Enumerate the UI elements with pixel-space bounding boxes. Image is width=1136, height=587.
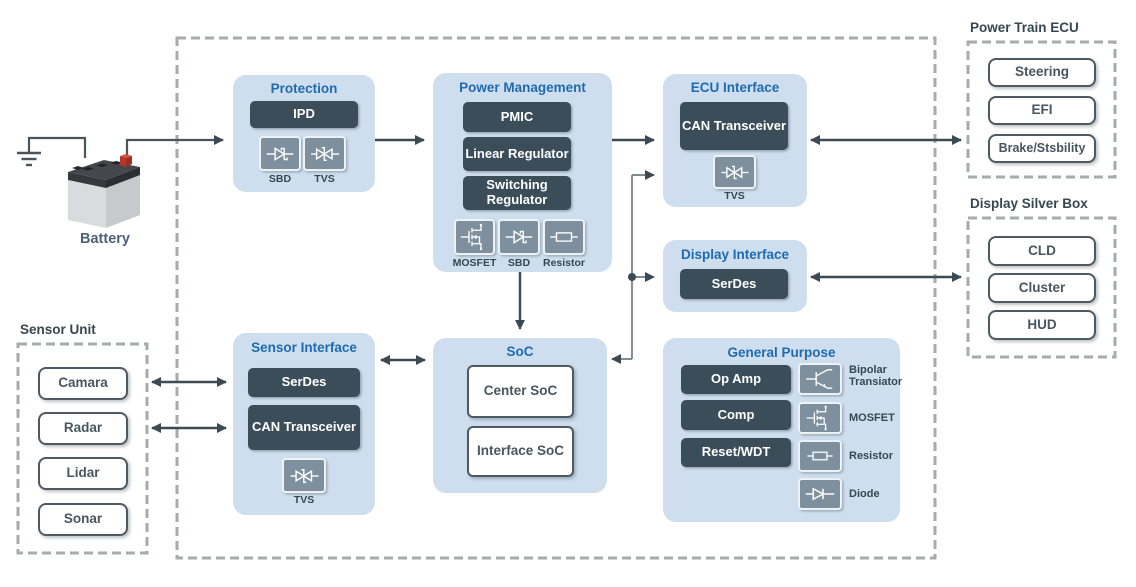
mosfet-label: MOSFET — [849, 412, 895, 424]
lidar-box[interactable]: Lidar — [38, 457, 128, 490]
interface-soc-box[interactable]: Interface SoC — [467, 426, 574, 477]
general-purpose-panel: General Purpose Op Amp Comp Reset/WDT — [663, 338, 903, 522]
resistor-icon — [543, 219, 585, 255]
tvs-label: TVS — [293, 494, 315, 506]
tvs-diode-icon — [303, 136, 346, 171]
power-train-ecu-title: Power Train ECU — [970, 20, 1079, 35]
sensor-unit: Sensor Unit Camara Radar Lidar Sonar — [18, 322, 147, 557]
cluster-box[interactable]: Cluster — [988, 273, 1096, 303]
op-amp-button[interactable]: Op Amp — [681, 365, 791, 394]
radar-box[interactable]: Radar — [38, 412, 128, 445]
bipolar-transistor-label: Bipolar Transiator — [849, 364, 903, 389]
resistor-label: Resistor — [849, 450, 894, 462]
ground-icon — [17, 151, 41, 167]
diode-label: Diode — [849, 488, 880, 500]
tvs-diode-icon — [713, 155, 756, 189]
mosfet-icon — [798, 402, 842, 434]
display-silver-box-unit: Display Silver Box CLD Cluster HUD — [968, 196, 1115, 360]
comp-button[interactable]: Comp — [681, 400, 791, 430]
display-interface-title: Display Interface — [680, 247, 790, 262]
main-arrows — [151, 135, 962, 433]
sonar-box[interactable]: Sonar — [38, 503, 128, 536]
mosfet-label: MOSFET — [452, 257, 497, 269]
resistor-label: Resistor — [542, 257, 585, 269]
camara-box[interactable]: Camara — [38, 367, 128, 400]
battery-label: Battery — [80, 231, 130, 247]
sensor-unit-frame — [16, 342, 149, 555]
ecu-interface-title: ECU Interface — [690, 80, 780, 95]
bipolar-transistor-icon — [798, 363, 842, 395]
tvs-diode-icon — [282, 458, 326, 493]
soc-panel: SoC Center SoC Interface SoC — [433, 338, 607, 493]
center-soc-box[interactable]: Center SoC — [467, 365, 574, 418]
sensor-unit-title: Sensor Unit — [20, 322, 96, 337]
tvs-label: TVS — [724, 190, 745, 202]
sbd-label: SBD — [268, 173, 292, 185]
brake-stability-box[interactable]: Brake/Stsbility — [988, 134, 1096, 163]
ipd-button[interactable]: IPD — [250, 101, 358, 128]
sbd-label: SBD — [507, 257, 531, 269]
serdes-button[interactable]: SerDes — [248, 368, 360, 397]
power-management-panel: Power Management PMIC Linear Regulator S… — [433, 73, 612, 272]
pmic-button[interactable]: PMIC — [463, 102, 571, 132]
soc-interface-connector — [611, 170, 655, 364]
mosfet-icon — [454, 219, 495, 255]
power-train-ecu-frame — [966, 40, 1117, 179]
sbd-diode-icon — [259, 136, 301, 171]
can-transceiver-button[interactable]: CAN Transceiver — [680, 102, 788, 150]
protection-panel: Protection IPD SBD TVS — [233, 75, 375, 192]
steering-box[interactable]: Steering — [988, 58, 1096, 87]
diode-icon — [798, 478, 842, 510]
tvs-label: TVS — [314, 173, 335, 185]
power-train-ecu-unit: Power Train ECU Steering EFI Brake/Stsbi… — [968, 20, 1115, 180]
protection-title: Protection — [270, 81, 338, 96]
display-interface-panel: Display Interface SerDes — [663, 240, 807, 312]
power-management-title: Power Management — [459, 80, 586, 95]
sbd-diode-icon — [498, 219, 540, 255]
junction-dot — [628, 273, 636, 281]
efi-box[interactable]: EFI — [988, 96, 1096, 125]
serdes-button[interactable]: SerDes — [680, 269, 788, 299]
reset-wdt-button[interactable]: Reset/WDT — [681, 438, 791, 467]
display-silver-box-frame — [966, 216, 1117, 359]
linear-regulator-button[interactable]: Linear Regulator — [463, 137, 571, 171]
system-dashed-frame — [175, 36, 937, 560]
soc-title: SoC — [506, 344, 534, 359]
battery-wires — [27, 135, 224, 158]
sensor-interface-panel: Sensor Interface SerDes CAN Transceiver … — [233, 333, 375, 515]
ecu-interface-panel: ECU Interface CAN Transceiver TVS — [663, 74, 807, 207]
cld-box[interactable]: CLD — [988, 236, 1096, 266]
hud-box[interactable]: HUD — [988, 310, 1096, 340]
sensor-interface-title: Sensor Interface — [251, 340, 357, 355]
resistor-icon — [798, 440, 842, 472]
battery-image — [68, 154, 140, 228]
can-transceiver-button[interactable]: CAN Transceiver — [248, 405, 360, 450]
general-purpose-title: General Purpose — [727, 345, 836, 360]
switching-regulator-button[interactable]: Switching Regulator — [463, 176, 571, 210]
display-silver-box-title: Display Silver Box — [970, 196, 1088, 211]
